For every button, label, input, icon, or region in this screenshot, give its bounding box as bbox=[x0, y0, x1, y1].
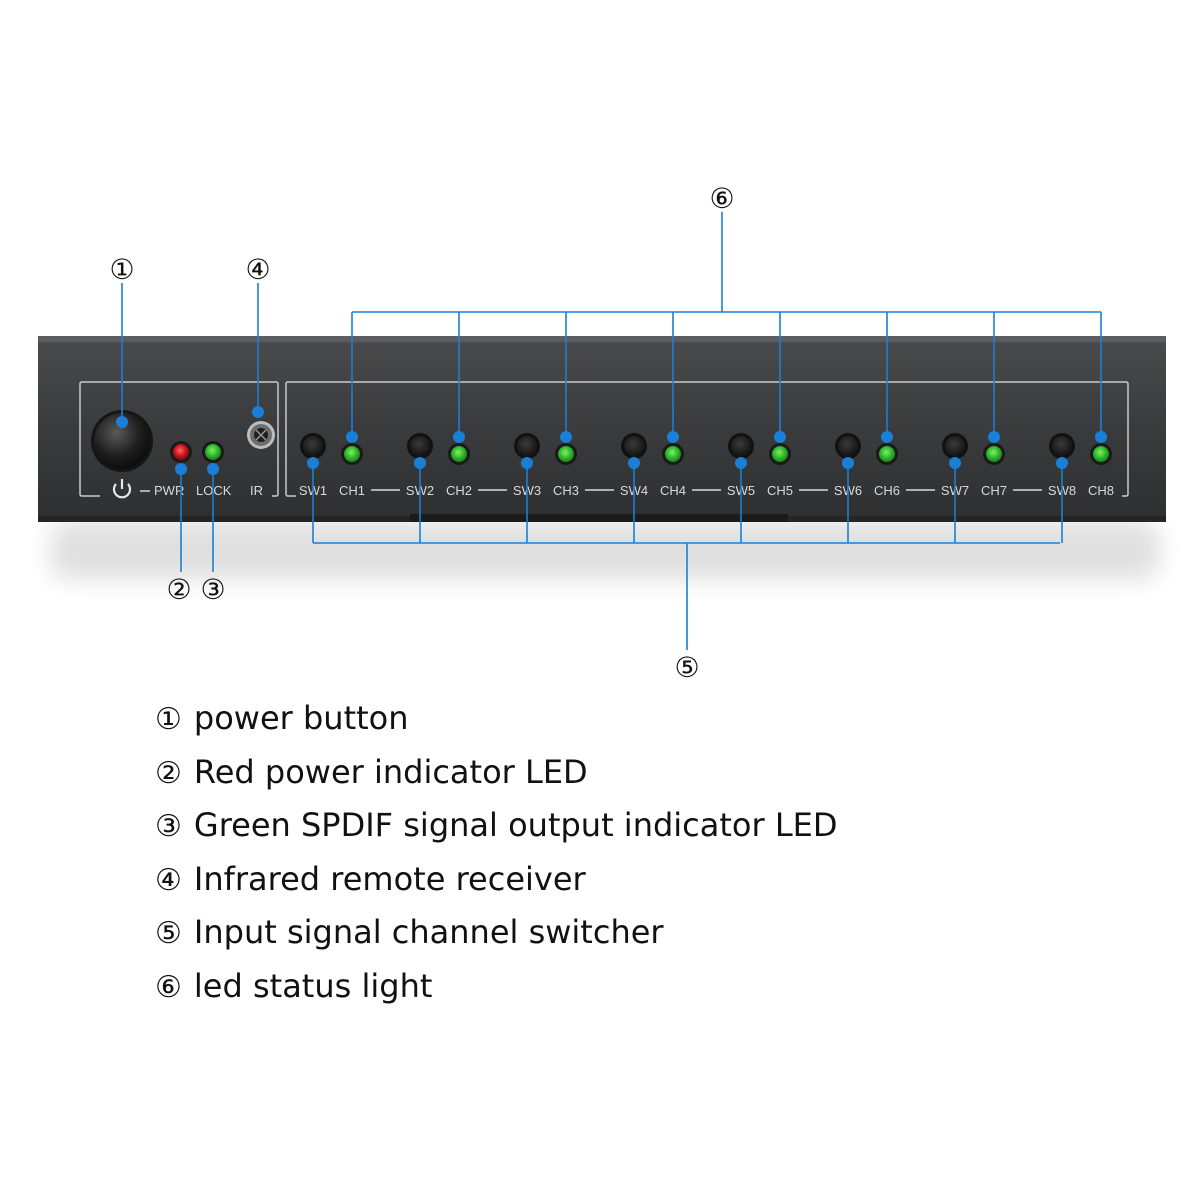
switch-button-1[interactable] bbox=[300, 433, 326, 459]
channel-led-4 bbox=[662, 443, 684, 465]
channel-led-6 bbox=[876, 443, 898, 465]
channel-led-7 bbox=[983, 443, 1005, 465]
channel-led-1 bbox=[341, 443, 363, 465]
pwr-label: PWR bbox=[154, 483, 184, 498]
legend-text: led status light bbox=[193, 966, 433, 1005]
switch-button-8[interactable] bbox=[1049, 433, 1075, 459]
led-callout-dot bbox=[988, 431, 1000, 443]
switch-callout-dot bbox=[1056, 457, 1068, 469]
switch-button-2[interactable] bbox=[407, 433, 433, 459]
lock-led bbox=[202, 441, 224, 463]
channel-label: CH3 bbox=[553, 483, 579, 498]
led-callout-dot bbox=[881, 431, 893, 443]
channel-label: CH8 bbox=[1088, 483, 1114, 498]
switch-callout-dot bbox=[735, 457, 747, 469]
legend-number: ⑤ bbox=[155, 916, 182, 951]
legend-item: ⑥ led status light bbox=[155, 960, 1055, 1014]
channel-led-8 bbox=[1090, 443, 1112, 465]
power-knob[interactable] bbox=[91, 410, 153, 472]
legend-item: ② Red power indicator LED bbox=[155, 746, 1055, 800]
led-callout-dot bbox=[1095, 431, 1107, 443]
led-callout-dot bbox=[667, 431, 679, 443]
led-callout-dot bbox=[453, 431, 465, 443]
callout-4: ④ bbox=[245, 253, 270, 286]
led-callout-dot bbox=[774, 431, 786, 443]
channel-label: CH1 bbox=[339, 483, 365, 498]
led-callout-dot bbox=[560, 431, 572, 443]
right-panel-outline bbox=[285, 381, 1129, 497]
switch-callout-dot bbox=[842, 457, 854, 469]
switch-button-3[interactable] bbox=[514, 433, 540, 459]
callout-1: ① bbox=[109, 253, 134, 286]
channel-led-3 bbox=[555, 443, 577, 465]
legend-item: ③ Green SPDIF signal output indicator LED bbox=[155, 799, 1055, 853]
channel-led-5 bbox=[769, 443, 791, 465]
ir-receiver-icon bbox=[247, 421, 275, 449]
legend-text: Red power indicator LED bbox=[193, 752, 588, 791]
callout-5: ⑤ bbox=[674, 651, 699, 684]
legend-text: Green SPDIF signal output indicator LED bbox=[193, 806, 838, 844]
switch-callout-dot bbox=[949, 457, 961, 469]
switch-callout-dot bbox=[521, 457, 533, 469]
legend-text: Infrared remote receiver bbox=[193, 859, 586, 898]
switch-callout-dot bbox=[628, 457, 640, 469]
legend-number: ③ bbox=[155, 809, 182, 844]
legend-number: ⑥ bbox=[155, 969, 182, 1005]
channel-label: CH2 bbox=[446, 483, 472, 498]
channel-label: CH5 bbox=[767, 483, 793, 498]
legend-number: ④ bbox=[155, 862, 182, 898]
callout-3: ③ bbox=[200, 573, 225, 606]
channel-label: CH4 bbox=[660, 483, 686, 498]
callout-6: ⑥ bbox=[709, 182, 734, 215]
callout-lines bbox=[116, 212, 1107, 650]
ir-label: IR bbox=[250, 483, 263, 498]
left-panel-outline bbox=[79, 381, 279, 497]
switch-button-6[interactable] bbox=[835, 433, 861, 459]
legend-number: ① bbox=[155, 702, 182, 737]
channel-led-2 bbox=[448, 443, 470, 465]
power-led bbox=[170, 441, 192, 463]
legend-text: power button bbox=[193, 699, 409, 737]
legend-item: ④ Infrared remote receiver bbox=[155, 853, 1055, 907]
lock-label: LOCK bbox=[196, 483, 232, 498]
legend-item: ⑤ Input signal channel switcher bbox=[155, 906, 1055, 960]
switch-button-7[interactable] bbox=[942, 433, 968, 459]
switch-callout-dot bbox=[307, 457, 319, 469]
legend-list: ① power button ② Red power indicator LED ③… bbox=[155, 692, 1055, 1013]
legend-item: ① power button bbox=[155, 692, 1055, 746]
power-symbol-icon bbox=[112, 479, 132, 499]
channel-label: CH6 bbox=[874, 483, 900, 498]
led-callout-dot bbox=[346, 431, 358, 443]
channel-label: CH7 bbox=[981, 483, 1007, 498]
switch-button-5[interactable] bbox=[728, 433, 754, 459]
legend-text: Input signal channel switcher bbox=[193, 913, 664, 951]
switch-button-4[interactable] bbox=[621, 433, 647, 459]
legend-number: ② bbox=[155, 755, 182, 791]
switch-callout-dot bbox=[414, 457, 426, 469]
callout-2: ② bbox=[166, 573, 191, 606]
